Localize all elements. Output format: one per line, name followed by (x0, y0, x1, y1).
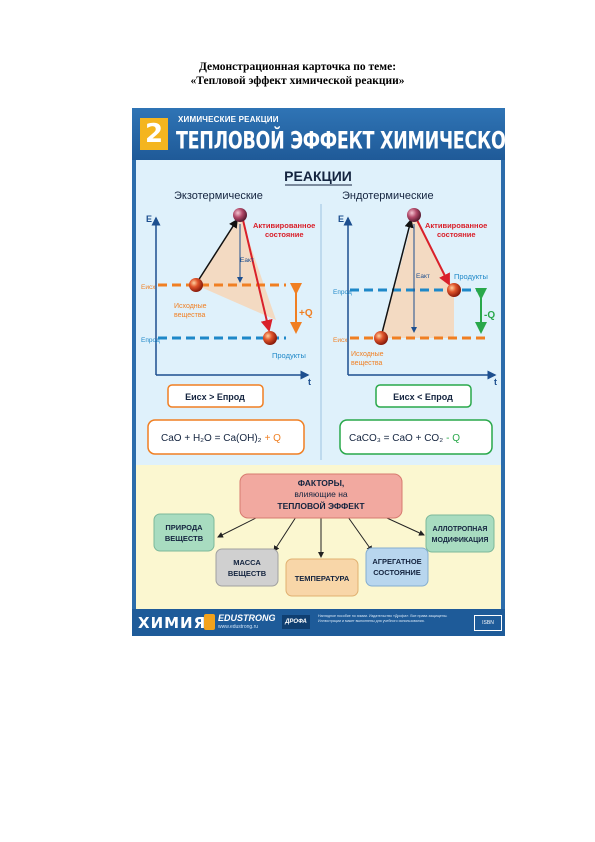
footer-info: Наглядное пособие по химии. Издательство… (318, 614, 448, 623)
endo-chart: Эндотермические E t -Q Активированное со… (320, 190, 497, 460)
poster-title: ТЕПЛОВОЙ ЭФФЕКТ ХИМИЧЕСКОЙ РЕАКЦИИ (176, 128, 505, 155)
endo-initial-2: вещества (351, 360, 382, 367)
exo-initial-2: вещества (174, 312, 205, 319)
exo-e-isx: Eисх (141, 284, 156, 291)
factor-mass-box (215, 548, 279, 587)
exo-chart: Экзотермические E t +Q Активированное со… (141, 190, 315, 455)
exo-heat: +Q (299, 308, 313, 319)
footer-subject: ХИМИЯ (138, 614, 207, 632)
exo-activation-arrow (195, 218, 238, 285)
endo-relation-box (375, 384, 472, 408)
factors-center-2: влияющие на (294, 489, 348, 499)
document-title: Демонстрационная карточка по теме: «Тепл… (0, 60, 595, 88)
footer-logo-icon (204, 614, 215, 630)
endo-product-ball (447, 283, 461, 297)
factor-mass-1: МАССА (233, 558, 261, 567)
factor-nature-2: ВЕЩЕСТВ (165, 534, 204, 543)
exo-release-arrow (242, 219, 273, 332)
factors-diagram: ФАКТОРЫ, влияющие на ТЕПЛОВОЙ ЭФФЕКТ ПРИ… (153, 473, 495, 597)
factors-center-box (239, 473, 403, 519)
factor-temperature: ТЕМПЕРАТУРА (295, 574, 350, 583)
exo-equation: CaO + H₂O = Ca(OH)₂+ Q (161, 433, 281, 444)
endo-activated-ball (407, 208, 421, 222)
factor-nature-1: ПРИРОДА (165, 523, 203, 532)
reactions-panel: РЕАКЦИИ Экзотермические E t +Q (136, 160, 501, 465)
footer-isbn-icon: ISBN (474, 615, 502, 631)
endo-eact: Eакт (416, 273, 430, 280)
endo-activated-2: состояние (437, 230, 476, 239)
endo-equation: CaCO₃ = CaO + CO₂- Q (349, 433, 460, 444)
exo-initial-ball (189, 278, 203, 292)
exo-axis-e-label: E (146, 214, 152, 224)
factors-center-3: ТЕПЛОВОЙ ЭФФЕКТ (277, 500, 365, 511)
endo-activation-arrow (380, 218, 414, 338)
exo-equation-box (147, 419, 305, 455)
endo-release-arrow (416, 219, 450, 286)
exo-label: Экзотермические (174, 190, 263, 202)
endo-e-prod: Eпрод (333, 289, 352, 296)
exo-relation-box (167, 384, 264, 408)
exo-energy-area (196, 215, 276, 320)
poster-header: 2 ХИМИЧЕСКИЕ РЕАКЦИИ ТЕПЛОВОЙ ЭФФЕКТ ХИМ… (132, 108, 505, 160)
poster: 2 ХИМИЧЕСКИЕ РЕАКЦИИ ТЕПЛОВОЙ ЭФФЕКТ ХИМ… (132, 108, 505, 636)
reactions-heading: РЕАКЦИИ (284, 168, 352, 184)
exo-products: Продукты (272, 351, 306, 360)
endo-heat: -Q (484, 310, 495, 321)
factor-nature-box (153, 513, 215, 552)
exo-product-ball (263, 331, 277, 345)
exo-eact: Eакт (240, 257, 254, 264)
exo-activated-1: Активированное (253, 221, 315, 230)
exo-activated-2: состояние (265, 230, 304, 239)
arrow-to-state (347, 516, 373, 552)
endo-equation-box (339, 419, 493, 455)
reactions-diagram: РЕАКЦИИ Экзотермические E t +Q (141, 168, 497, 460)
factors-panel: ФАКТОРЫ, влияющие на ТЕПЛОВОЙ ЭФФЕКТ ПРИ… (136, 465, 501, 609)
endo-products: Продукты (454, 272, 488, 281)
factor-state-2: СОСТОЯНИЕ (373, 568, 421, 577)
endo-relation: Eисх < Eпрод (393, 392, 453, 402)
exo-initial-1: Исходные (174, 303, 207, 310)
factor-temperature-box (285, 558, 359, 597)
poster-footer: ХИМИЯ EDUSTRONG www.edustrong.ru ДРОФА Н… (132, 609, 505, 636)
endo-initial-ball (374, 331, 388, 345)
endo-axis-e-label: E (338, 214, 344, 224)
factors-center-1: ФАКТОРЫ, (298, 478, 345, 488)
endo-initial-1: Исходные (351, 351, 384, 358)
factor-state-box (365, 547, 429, 587)
footer-brand: EDUSTRONG (218, 613, 276, 623)
poster-number: 2 (140, 118, 168, 150)
endo-axis-t-label: t (494, 377, 497, 387)
endo-e-isx: Eисх (333, 337, 348, 344)
footer-url: www.edustrong.ru (218, 624, 259, 630)
exo-e-prod: Eпрод (141, 337, 160, 344)
endo-label: Эндотермические (342, 190, 434, 202)
exo-activated-ball (233, 208, 247, 222)
document-title-line-2: «Тепловой эффект химической реакции» (190, 75, 405, 87)
factor-allotropic-1: АЛЛОТРОПНАЯ (433, 526, 488, 533)
factor-allotropic-2: МОДИФИКАЦИЯ (432, 537, 489, 544)
document-title-line-1: Демонстрационная карточка по теме: (198, 61, 397, 73)
endo-energy-area (381, 215, 454, 338)
exo-relation: Eисх > Eпрод (185, 392, 245, 402)
exo-axis-t-label: t (308, 377, 311, 387)
poster-subject: ХИМИЧЕСКИЕ РЕАКЦИИ (178, 115, 279, 124)
factor-allotropic-box (425, 514, 495, 553)
arrow-to-mass (273, 516, 297, 552)
factor-state-1: АГРЕГАТНОЕ (372, 557, 421, 566)
endo-activated-1: Активированное (425, 221, 487, 230)
footer-publisher: ДРОФА (282, 615, 310, 629)
factor-mass-2: ВЕЩЕСТВ (228, 569, 267, 578)
